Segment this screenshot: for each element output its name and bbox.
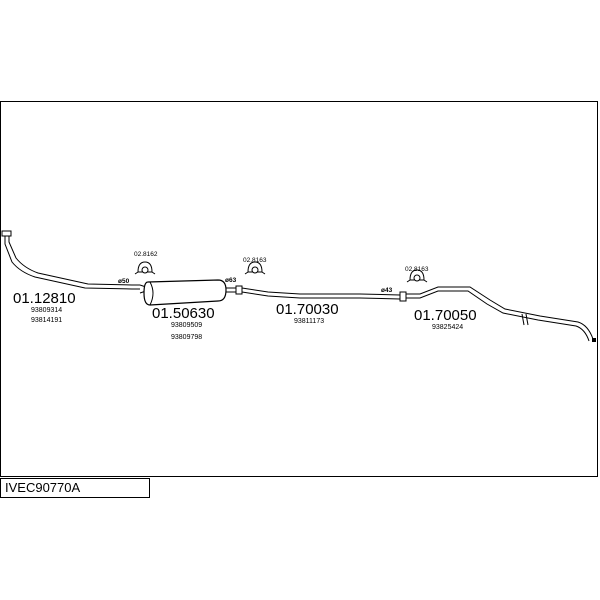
part-number: 01.12810 (13, 290, 76, 307)
oem-number: 93811173 (294, 318, 324, 325)
part-number: 01.70050 (414, 307, 477, 324)
kit-code: IVEC90770A (5, 480, 81, 495)
clamp-label: 02.8163 (405, 266, 429, 273)
part-number: 01.50630 (152, 305, 215, 322)
silencer (139, 279, 237, 306)
part-number: 01.70030 (276, 301, 339, 318)
oem-number: 93809509 (171, 322, 202, 329)
oem-number: 93809314 (31, 307, 62, 314)
diameter-label: ø43 (381, 287, 393, 294)
clamp-2 (244, 261, 266, 275)
clamp-3 (406, 269, 428, 283)
kit-code-box: IVEC90770A (0, 478, 150, 498)
oem-number: 93814191 (31, 317, 62, 324)
clamp-label: 02.8163 (243, 257, 267, 264)
front-pipe (1, 230, 140, 290)
clamp-1 (134, 261, 156, 275)
oem-number: 93825424 (432, 324, 463, 331)
tail-pipe (399, 286, 596, 342)
diameter-label: ø63 (225, 277, 237, 284)
clamp-label: 02.8162 (134, 251, 158, 258)
diagram-frame (0, 101, 598, 477)
middle-pipe (235, 285, 401, 300)
oem-number: 93809798 (171, 334, 202, 341)
diameter-label: ø50 (118, 278, 130, 285)
